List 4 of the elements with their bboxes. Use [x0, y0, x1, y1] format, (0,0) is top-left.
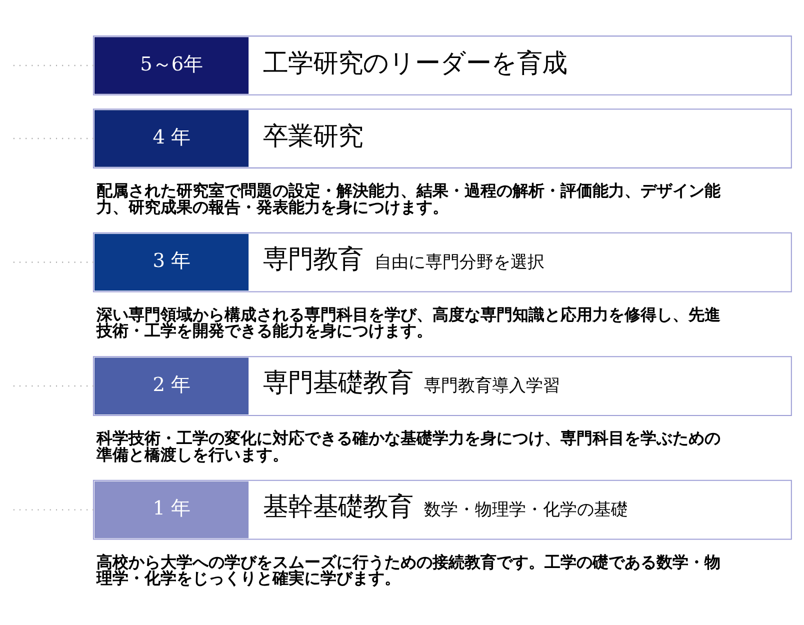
node-label: 配属された研究室で問題の設定・解決能力、結果・過程の解析・評価能力、デザイン能力、研究成果の報告・発表能力を身につけます。 — [96, 180, 721, 216]
node-label: 科学技術・工学の変化に対応できる確かな基礎学力を身につけ、専門科目を学ぶための準備と橋渡しを行います。 — [96, 428, 721, 464]
node-label: 高校から大学への学びをスムーズに行うための接続教育です。工学の礎である数学・物理学・化学をじっくりと確実に学びます。 — [96, 552, 721, 588]
node-label: 深い専門領域から構成される専門科目を学び、高度な専門知識と応用力を修得し、先進技術・工学を開発できる能力を身につけます。 — [96, 304, 721, 340]
